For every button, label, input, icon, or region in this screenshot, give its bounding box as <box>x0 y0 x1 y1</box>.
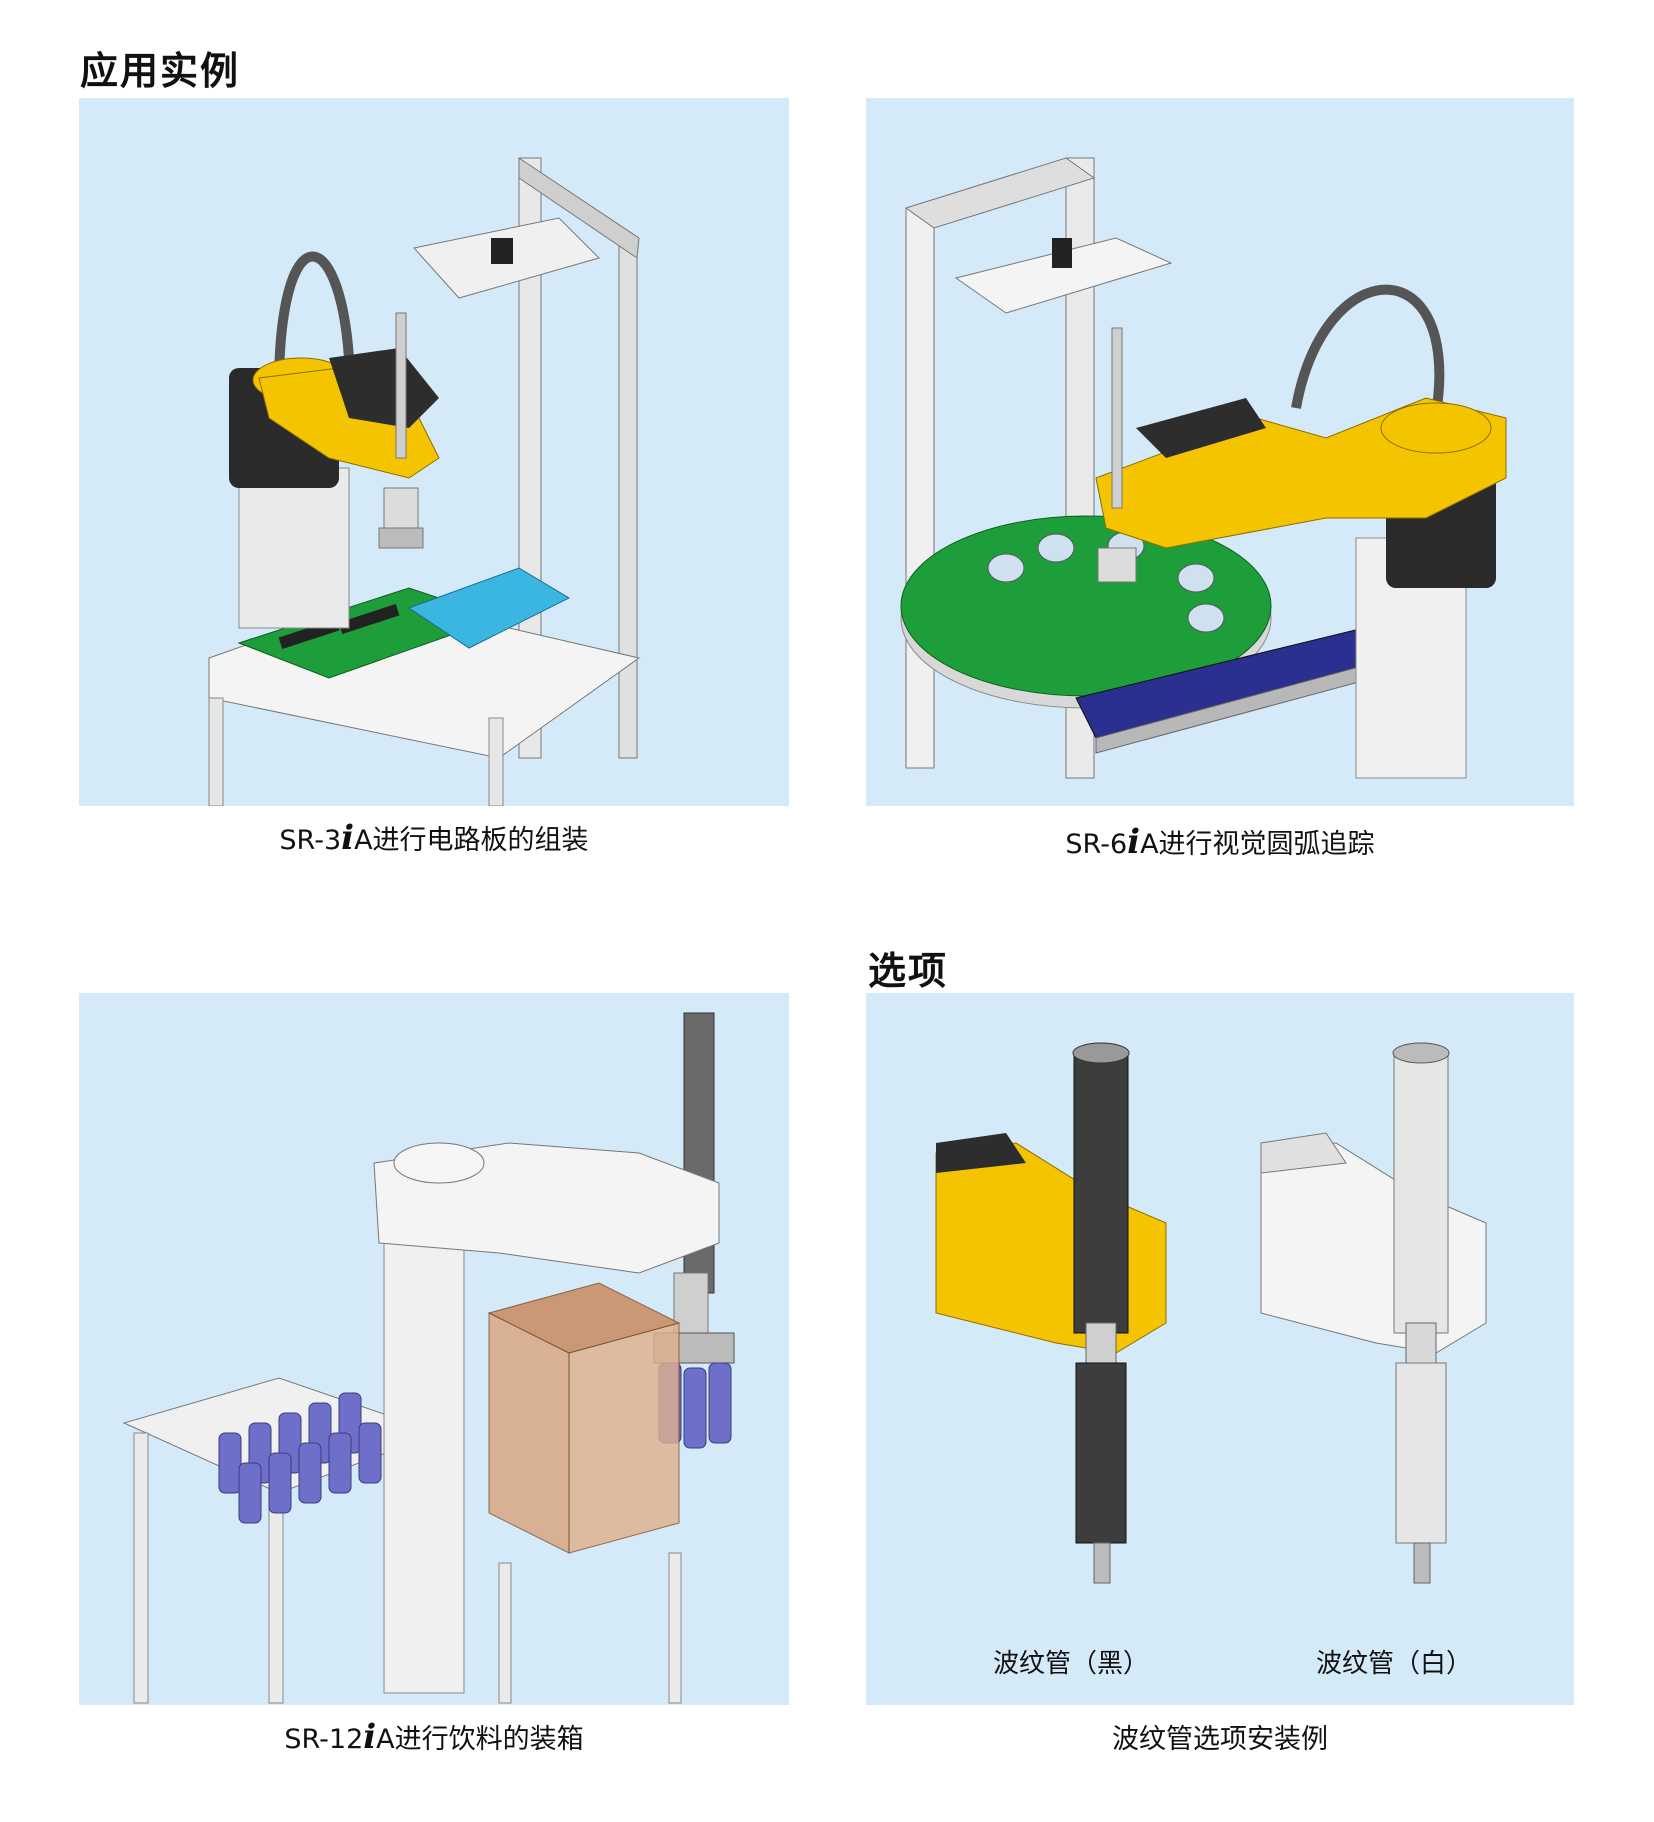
caption-sr12: SR-12iA进行饮料的装箱 <box>79 1717 789 1757</box>
panel-sr6-visual-tracking <box>866 98 1574 806</box>
section-title-options: 选项 <box>868 949 949 993</box>
caption-sr3: SR-3iA进行电路板的组装 <box>79 818 789 858</box>
label-bellows-white: 波纹管（白） <box>1315 1649 1472 1679</box>
caption-sr12-italic: i <box>363 1717 377 1757</box>
sr12-robot-illustration <box>122 1012 735 1704</box>
caption-sr3-suffix: A进行电路板的组装 <box>354 825 589 856</box>
caption-sr6-prefix: SR-6 <box>1065 829 1128 860</box>
sr6-robot-illustration <box>900 157 1507 779</box>
label-bellows-black: 波纹管（黑） <box>992 1649 1149 1679</box>
caption-sr3-italic: i <box>341 818 355 858</box>
caption-sr6-suffix: A进行视觉圆弧追踪 <box>1140 829 1375 860</box>
bellows-illustration <box>935 1042 1487 1584</box>
panel-sr12-beverage-packing <box>79 993 789 1705</box>
section-title-applications: 应用实例 <box>80 49 241 93</box>
panel-bellows-options: 波纹管（黑） 波纹管（白） <box>866 993 1574 1705</box>
sr3-robot-illustration <box>208 157 641 806</box>
caption-sr12-prefix: SR-12 <box>284 1724 364 1755</box>
caption-sr6-italic: i <box>1127 822 1141 862</box>
caption-sr6: SR-6iA进行视觉圆弧追踪 <box>866 822 1574 862</box>
caption-sr12-suffix: A进行饮料的装箱 <box>376 1724 584 1755</box>
caption-sr3-prefix: SR-3 <box>279 825 342 856</box>
caption-bellows: 波纹管选项安装例 <box>1112 1724 1328 1755</box>
panel-sr3-pcb-assembly <box>79 98 789 806</box>
